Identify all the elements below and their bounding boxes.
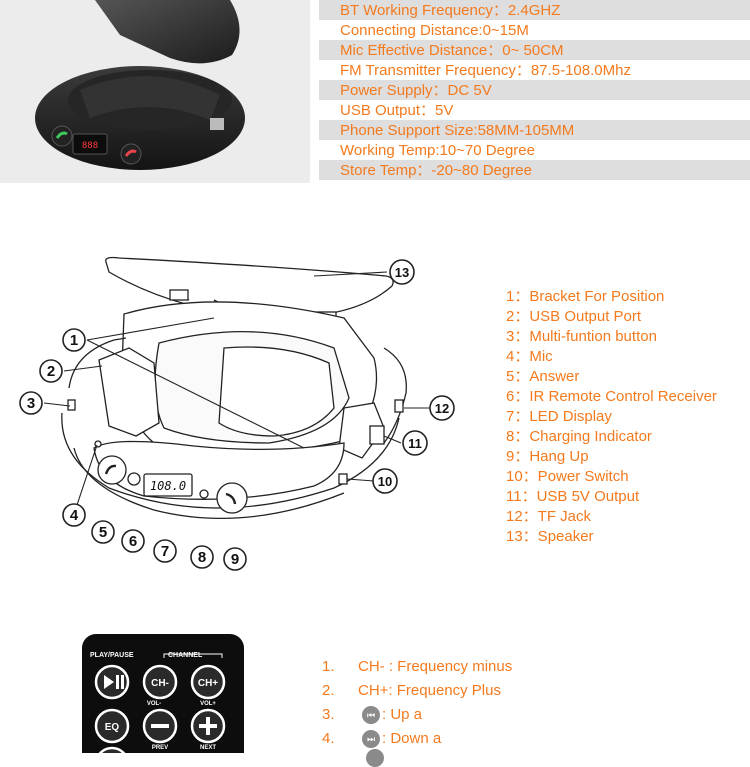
remote-minus-icon [151, 724, 169, 728]
callout-4: 4 [70, 507, 79, 524]
legend-item: 8：Charging Indicator [506, 428, 652, 445]
callout-9: 9 [231, 551, 239, 568]
callout-5: 5 [99, 524, 107, 541]
next-icon: ⏭ [362, 730, 380, 748]
remote-play-pause-label: PLAY/PAUSE [90, 652, 134, 659]
legend-item: 12：TF Jack [506, 508, 592, 525]
list-item: 1. CH- : Frequency minus [322, 655, 512, 679]
remote-next-label: NEXT [200, 745, 216, 751]
spec-bt-frequency: BT Working Frequency：2.4GHZ [319, 0, 750, 20]
spec-store-temp: Store Temp：-20~80 Degree [319, 160, 750, 180]
callout-3: 3 [27, 395, 35, 412]
remote-vol-plus-label: VOL+ [200, 701, 216, 707]
spec-fm-frequency: FM Transmitter Frequency：87.5-108.0Mhz [340, 62, 631, 79]
list-item: 4. ⏭ : Down a [322, 727, 512, 751]
callout-10: 10 [378, 474, 392, 489]
spec-phone-size: Phone Support Size:58MM-105MM [319, 120, 750, 140]
legend-item: 4：Mic [506, 348, 553, 365]
callout-13: 13 [395, 265, 409, 280]
legend-item: 1：Bracket For Position [506, 288, 665, 305]
item-number: 4. [322, 730, 335, 747]
remote-ch-plus-button: CH+ [198, 678, 218, 689]
cutoff-icon [366, 749, 384, 767]
item-number: 3. [322, 706, 335, 723]
spec-power-supply: Power Supply：DC 5V [319, 80, 750, 100]
legend-item: 9：Hang Up [506, 448, 589, 465]
legend-item: 3：Multi-funtion button [506, 328, 657, 345]
legend-item: 2：USB Output Port [506, 308, 642, 325]
legend-item: 13：Speaker [506, 528, 594, 545]
legend-item: 10：Power Switch [506, 468, 629, 485]
remote-channel-label: CHANNEL [168, 652, 203, 659]
spec-working-temp: Working Temp:10~70 Degree [340, 142, 535, 159]
callout-11: 11 [408, 436, 422, 451]
callout-6: 6 [129, 533, 137, 550]
led-display-reading: 108.0 [150, 479, 186, 493]
device-diagram: 108.0 [14, 248, 464, 583]
legend-item: 11：USB 5V Output [506, 488, 640, 505]
callout-8: 8 [198, 549, 206, 566]
prev-icon: ⏮ [362, 706, 380, 724]
spec-mic-distance: Mic Effective Distance：0~ 50CM [319, 40, 750, 60]
spec-connecting-distance: Connecting Distance:0~15M [340, 22, 529, 39]
remote-button-list: 1. CH- : Frequency minus 2. CH+: Frequen… [322, 655, 512, 751]
remote-control-image: PLAY/PAUSE CHANNEL VOL- VOL+ PREV NEXT C… [82, 634, 244, 767]
list-item: 3. ⏮ : Up a [322, 703, 512, 727]
legend-item: 7：LED Display [506, 408, 612, 425]
parts-legend: 1：Bracket For Position 2：USB Output Port… [506, 287, 717, 547]
item-text: : Up a [382, 706, 423, 723]
callout-2: 2 [47, 363, 55, 380]
remote-play-pause-icon [104, 675, 124, 689]
remote-prev-label: PREV [152, 745, 168, 751]
remote-eq-button: EQ [105, 722, 120, 733]
item-text: CH+: Frequency Plus [358, 682, 501, 699]
legend-item: 6：IR Remote Control Receiver [506, 388, 717, 405]
legend-item: 5：Answer [506, 368, 580, 385]
item-number: 2. [322, 682, 335, 699]
item-text: CH- : Frequency minus [358, 658, 513, 675]
spec-usb-output: USB Output：5V [340, 102, 454, 119]
svg-text:888: 888 [82, 141, 98, 151]
callout-12: 12 [435, 401, 449, 416]
item-number: 1. [322, 658, 335, 675]
callout-1: 1 [70, 332, 78, 349]
remote-vol-minus-label: VOL- [147, 701, 161, 707]
item-text: : Down a [382, 730, 442, 747]
list-item: 2. CH+: Frequency Plus [322, 679, 512, 703]
product-photo: 888 [0, 0, 310, 183]
spec-table: BT Working Frequency：2.4GHZ Connecting D… [319, 0, 750, 180]
remote-plus-icon [199, 717, 217, 735]
remote-ch-minus-button: CH- [151, 678, 169, 689]
callout-7: 7 [161, 543, 169, 560]
